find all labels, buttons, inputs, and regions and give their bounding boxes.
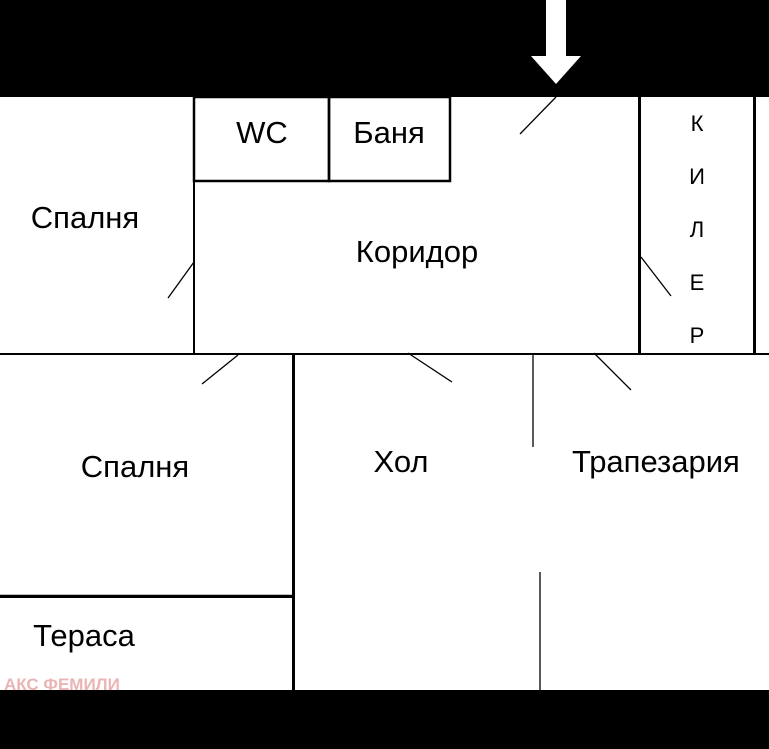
terrace-label: Тераса	[33, 618, 135, 653]
bedroom-top-door	[167, 261, 195, 299]
bath-label: Баня	[353, 115, 425, 150]
bath-room	[327, 95, 452, 183]
door-swings	[167, 96, 672, 690]
pantry-letter: И	[689, 164, 705, 189]
pantry-letter: К	[691, 111, 704, 136]
bedroom-top-label: Спалня	[31, 200, 139, 235]
corridor-area	[195, 97, 638, 353]
dining-door	[593, 352, 632, 391]
living-door	[407, 352, 453, 383]
wc-label: WC	[236, 115, 288, 150]
living-dining-area	[295, 355, 769, 690]
living-label: Хол	[374, 444, 429, 479]
corridor-label: Коридор	[356, 234, 478, 269]
pantry-letter: Л	[690, 217, 704, 242]
pantry-door	[640, 256, 672, 297]
bedroom-bottom-label: Спалня	[81, 449, 189, 484]
pantry-area	[641, 97, 753, 353]
entrance-door	[519, 96, 557, 135]
side-room-area	[756, 97, 769, 353]
dining-label: Трапезария	[572, 444, 740, 479]
bedroom-bottom-area	[0, 355, 292, 596]
bedroom-top-area	[0, 97, 193, 353]
entrance-arrow-icon	[531, 0, 581, 84]
bedroom-bottom-door	[201, 354, 239, 385]
pantry-letter: Е	[690, 270, 705, 295]
watermark: АКС ФЕМИЛИ	[4, 675, 120, 694]
terrace-area	[0, 598, 292, 690]
pantry-letter: Р	[690, 323, 705, 348]
